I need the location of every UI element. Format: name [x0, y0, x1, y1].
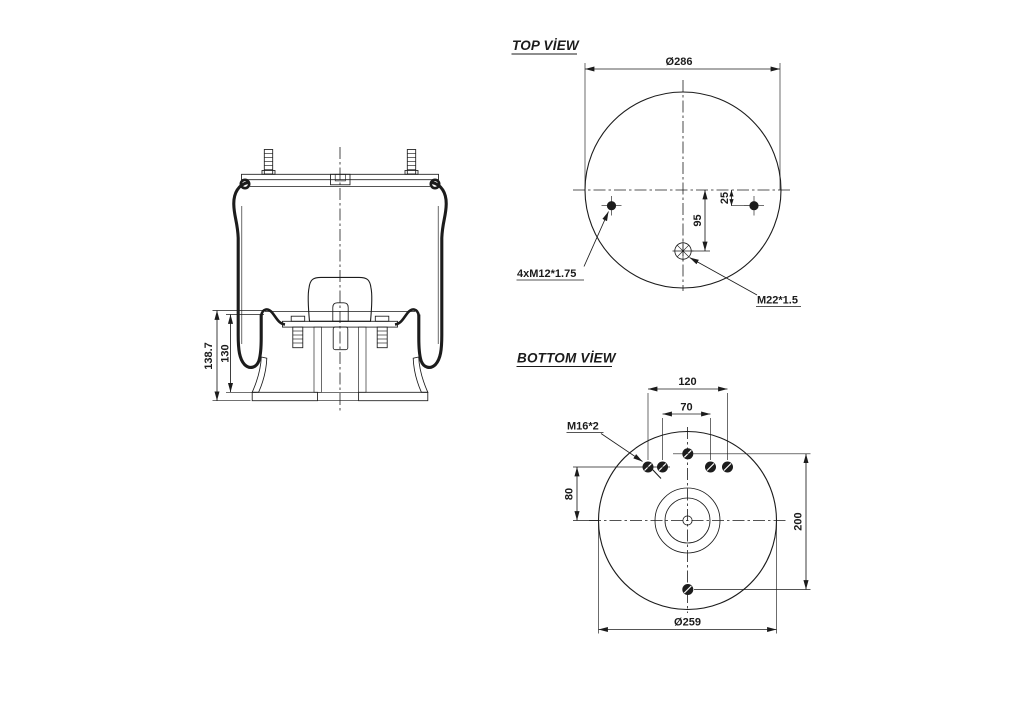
top-dim-port-label: 95 [692, 214, 704, 226]
thread-lines [264, 153, 273, 170]
thread-lines [377, 330, 388, 344]
dim-259: Ø259 [598, 522, 777, 634]
stud-hole [705, 461, 716, 473]
air-port-notch-inner [334, 173, 346, 182]
top-stud-right [404, 149, 419, 175]
piston-stud-left [290, 315, 306, 349]
piston-flange-left [259, 308, 286, 326]
pin-hole-bottom [682, 584, 694, 595]
top-dim-bolt-label: 25 [719, 192, 731, 204]
piston-center-stud [332, 326, 349, 351]
bottom-view-title: BOTTOM VİEW [517, 351, 617, 366]
pedestal-wall-right [358, 326, 367, 393]
top-dim-diameter-label: Ø286 [666, 56, 693, 68]
top-view-title: TOP VİEW [512, 38, 580, 53]
bottom-view: BOTTOM VİEW 120 70 [516, 351, 811, 634]
bumper-center-stud-head [332, 302, 349, 322]
thread-lines [407, 153, 416, 170]
top-view: TOP VİEW Ø286 [511, 38, 801, 307]
pedestal-wall-left [313, 326, 322, 393]
top-port-thread-label: M22*1.5 [757, 295, 798, 307]
bottom-dim-diameter-label: Ø259 [674, 617, 701, 629]
bottom-stud-thread-label: M16*2 [567, 421, 599, 433]
dim-25: 25 [719, 189, 751, 207]
side-dim-total-height-label: 138.7 [203, 342, 215, 370]
leader-m22: M22*1.5 [689, 257, 801, 307]
bottom-dim-row-label: 80 [564, 488, 576, 500]
piston-base-left [251, 391, 318, 402]
top-stud-left [261, 149, 276, 175]
dim-80: 80 [564, 466, 670, 521]
bellow-outline-left [232, 180, 263, 369]
piston-stud-right [374, 315, 390, 349]
piston-base-right [358, 391, 429, 402]
piston-flange-right [394, 308, 421, 326]
leader-m12: 4xM12*1.75 [516, 211, 609, 281]
bellow-outline-right [417, 180, 448, 369]
side-dimensions: 138.7 130 [203, 310, 264, 402]
bottom-dim-pin-label: 200 [793, 512, 805, 530]
dim-286: Ø286 [584, 56, 781, 190]
dim-120: 120 [647, 376, 728, 460]
leader-m16: M16*2 [566, 421, 662, 479]
top-bolt-left [601, 196, 622, 216]
dim-95: 95 [691, 189, 710, 252]
bottom-dim-outer-spacing-label: 120 [678, 376, 696, 388]
stud-hole [722, 461, 733, 473]
dim-200: 200 [673, 453, 811, 590]
side-view: 138.7 130 [203, 147, 448, 412]
top-bolt-thread-label: 4xM12*1.75 [517, 268, 576, 280]
thread-lines [292, 330, 303, 344]
side-dim-inner-height-label: 130 [220, 344, 232, 362]
bumper [307, 276, 373, 322]
dim-70: 70 [662, 402, 711, 460]
bottom-dim-inner-spacing-label: 70 [680, 402, 692, 414]
